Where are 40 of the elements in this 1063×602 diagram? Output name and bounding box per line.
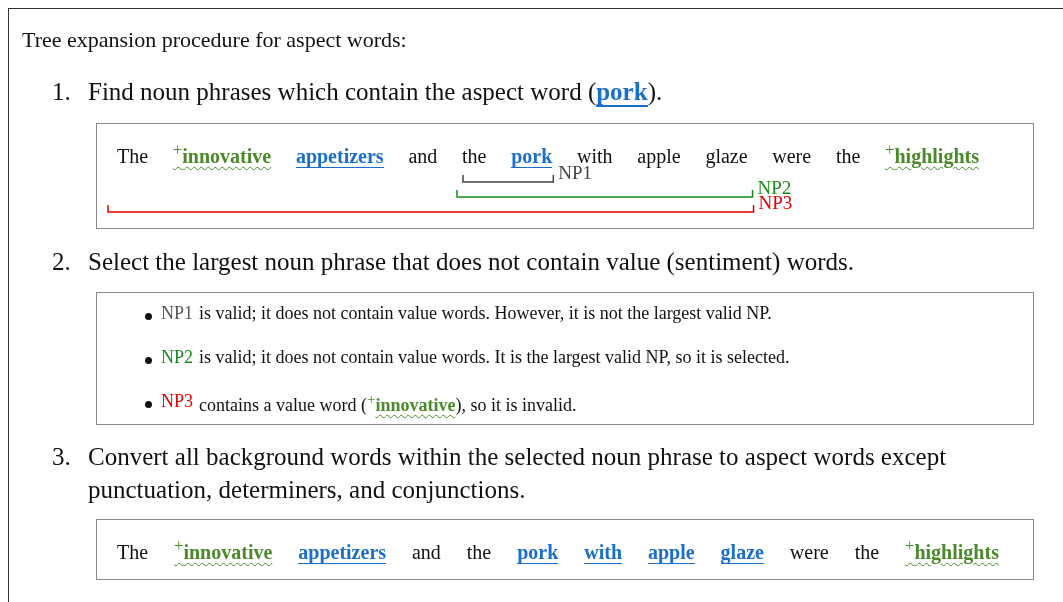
value-word: $^{+}$highlights (905, 536, 999, 564)
frame (8, 8, 1063, 602)
phrase-label: NP2 (161, 347, 193, 368)
example-box (96, 519, 1034, 580)
phrase-label: NP3 (161, 391, 193, 412)
aspect-word: apple (648, 540, 695, 564)
aspect-word: appetizers (295, 144, 384, 168)
value-word: $^{+}$highlights (885, 140, 979, 168)
aspect-word: pork (511, 144, 553, 168)
word: and (412, 540, 441, 564)
bullet-text: is valid; it does not contain value words. However, it is not the largest valid NP. (199, 303, 772, 324)
example-box (96, 292, 1034, 425)
word: apple (637, 144, 681, 168)
bullet-text: is valid; it does not contain value words. It is the largest valid NP, so it is selected. (199, 347, 790, 368)
word: and (408, 144, 438, 168)
word: the (466, 540, 492, 564)
word: The (117, 144, 149, 168)
example-box (96, 123, 1034, 229)
step-number: 3. (52, 442, 71, 472)
bullet-text: contains a value word ($^{+}$innovative), so it is invalid. (199, 391, 577, 416)
value-word: $^{+}$innovative (174, 536, 273, 564)
aspect-word: pork (517, 540, 559, 564)
word: were (789, 540, 829, 564)
step-text: Select the largest noun phrase that does not contain value (sentiment) words. (88, 247, 854, 278)
word: the (462, 144, 487, 168)
step-number: 1. (52, 77, 71, 107)
word: the (835, 144, 861, 168)
word: glaze (705, 144, 748, 168)
word: the (854, 540, 880, 564)
heading: Tree expansion procedure for aspect words: (22, 26, 407, 54)
aspect-word: with (584, 540, 623, 564)
word: were (772, 144, 812, 168)
aspect-word: glaze (720, 540, 764, 564)
phrase-label: NP1 (161, 303, 193, 324)
step-text: Find noun phrases which contain the aspect word (pork). (88, 77, 663, 108)
aspect-word: appetizers (298, 540, 387, 564)
word: The (117, 540, 149, 564)
step-number: 2. (52, 247, 71, 277)
value-word: $^{+}$innovative (172, 140, 272, 168)
step-text: Convert all background words within the selected noun phrase to aspect words except punctuation, determiners, and conjunctions. (88, 442, 948, 505)
